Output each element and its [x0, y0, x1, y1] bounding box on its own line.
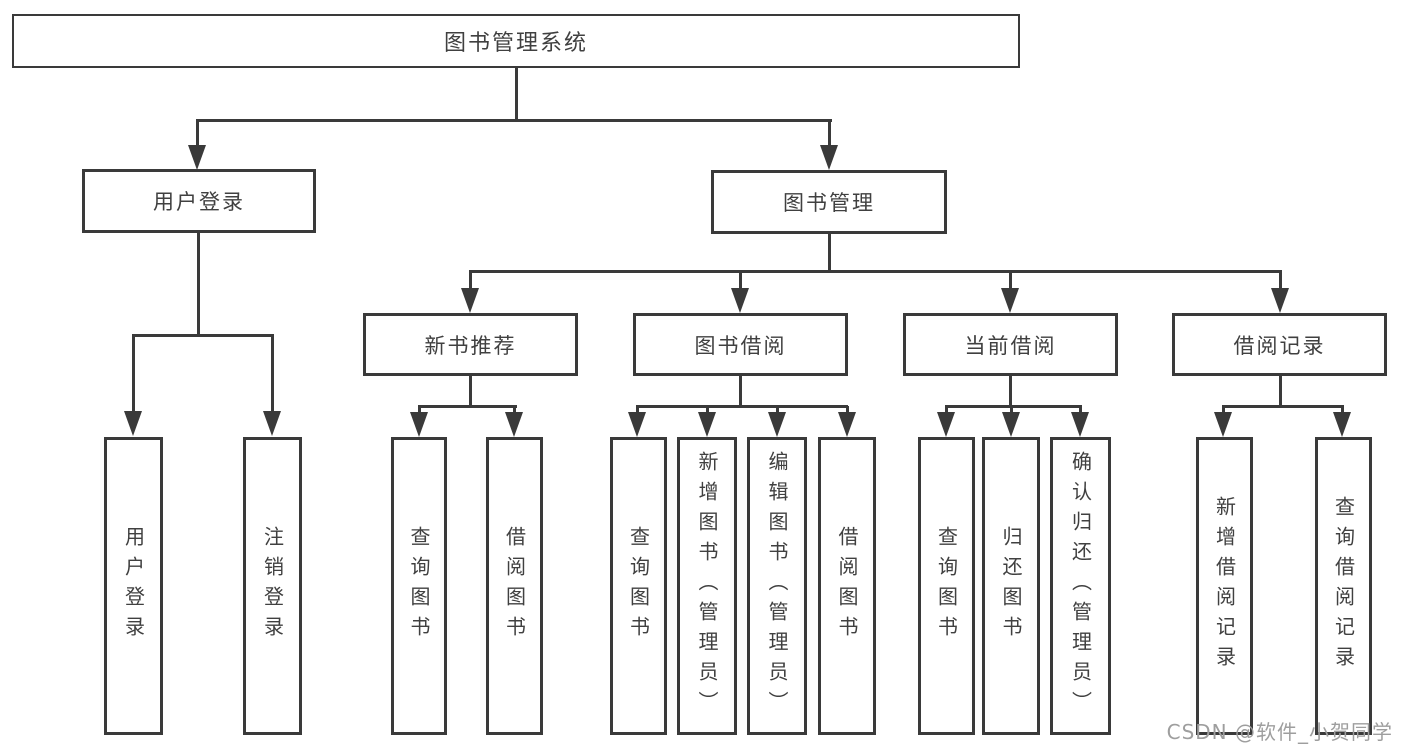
arrow-to-user-login — [188, 145, 206, 170]
arrow-br-add-record — [1214, 412, 1232, 437]
node-book-management: 图书管理 — [711, 170, 947, 234]
node-label: 确认归还（管理员） — [1068, 451, 1093, 721]
node-bb-edit-book-admin: 编辑图书（管理员） — [747, 437, 807, 735]
node-bb-query-books: 查询图书 — [610, 437, 667, 735]
arrow-to-borrowing-records — [1271, 288, 1289, 313]
arrow-to-book-borrowing — [731, 288, 749, 313]
connector-cb-c2-stem — [1010, 406, 1013, 413]
connector-userlogin-down — [197, 233, 200, 336]
node-bb-borrow-books: 借阅图书 — [818, 437, 876, 735]
arrow-br-query-record — [1333, 412, 1351, 437]
csdn-watermark: CSDN @软件_小贺同学 — [1166, 720, 1393, 744]
node-label: 查询图书 — [626, 526, 651, 646]
connector-userlogin-hline — [132, 334, 274, 337]
connector-current-down — [1009, 376, 1012, 407]
arrow-nb-query-books — [410, 412, 428, 437]
connector-records-hline — [1222, 405, 1344, 408]
node-new-book-recommendation: 新书推荐 — [363, 313, 578, 376]
connector-newbook-hline — [418, 405, 517, 408]
connector-current-stem — [1009, 271, 1012, 289]
connector-cb-c1-stem — [945, 406, 948, 413]
connector-bb-c3-stem — [776, 406, 779, 413]
arrow-cb-query-books — [937, 412, 955, 437]
node-br-add-borrow-record: 新增借阅记录 — [1196, 437, 1253, 735]
arrow-nb-borrow-books — [505, 412, 523, 437]
node-current-borrowing: 当前借阅 — [903, 313, 1118, 376]
node-label: 借阅图书 — [502, 526, 527, 646]
connector-cb-c3-stem — [1079, 406, 1082, 413]
arrow-to-current-borrowing — [1001, 288, 1019, 313]
arrow-to-login-leaf — [124, 411, 142, 436]
node-nb-query-books: 查询图书 — [391, 437, 447, 735]
node-label: 查询借阅记录 — [1331, 496, 1356, 676]
node-label: 新增图书（管理员） — [695, 451, 719, 721]
connector-borrowing-stem — [739, 271, 742, 289]
connector-root-hline — [196, 119, 832, 122]
node-cb-return-books: 归还图书 — [982, 437, 1040, 735]
connector-bookmgmt-stem — [828, 120, 831, 146]
connector-current-hline — [945, 405, 1082, 408]
node-user-login-action: 用户登录 — [104, 437, 163, 735]
arrow-cb-confirm-return — [1071, 412, 1089, 437]
node-label: 编辑图书（管理员） — [765, 451, 789, 721]
connector-borrowing-down — [739, 376, 742, 407]
connector-newbook-stem — [469, 271, 472, 289]
connector-logout-leaf-stem — [271, 336, 274, 412]
arrow-bb-add-book — [698, 412, 716, 437]
node-borrowing-records: 借阅记录 — [1172, 313, 1387, 376]
node-label: 归还图书 — [999, 526, 1023, 646]
arrow-bb-query-books — [628, 412, 646, 437]
arrow-cb-return-books — [1002, 412, 1020, 437]
connector-records-down — [1279, 376, 1282, 407]
connector-userlogin-stem — [196, 120, 199, 146]
connector-newbook-down — [469, 376, 472, 407]
arrow-bb-edit-book — [768, 412, 786, 437]
node-label: 查询图书 — [934, 526, 959, 646]
arrow-bb-borrow-books — [838, 412, 856, 437]
node-label: 注销登录 — [260, 526, 285, 646]
connector-bookmgmt-hline — [469, 270, 1282, 273]
connector-login-leaf-stem — [132, 336, 135, 412]
connector-nb-c2-stem — [513, 406, 516, 413]
connector-bb-c1-stem — [636, 406, 639, 413]
node-cb-query-books: 查询图书 — [918, 437, 975, 735]
connector-root-stem — [515, 66, 518, 120]
node-label: 借阅图书 — [835, 526, 859, 646]
arrow-to-new-book-recommendation — [461, 288, 479, 313]
node-label: 查询图书 — [407, 526, 431, 646]
connector-bb-c4-stem — [846, 406, 849, 413]
node-br-query-borrow-record: 查询借阅记录 — [1315, 437, 1372, 735]
connector-bookmgmt-down — [828, 234, 831, 271]
node-label: 用户登录 — [121, 526, 146, 646]
connector-borrowing-hline — [636, 405, 848, 408]
connector-br-c2-stem — [1341, 406, 1344, 413]
node-label: 新增借阅记录 — [1212, 496, 1237, 676]
arrow-to-logout-leaf — [263, 411, 281, 436]
connector-nb-c1-stem — [418, 406, 421, 413]
node-library-management-system: 图书管理系统 — [12, 14, 1020, 68]
connector-br-c1-stem — [1222, 406, 1225, 413]
node-book-borrowing: 图书借阅 — [633, 313, 848, 376]
node-cb-confirm-return-admin: 确认归还（管理员） — [1050, 437, 1111, 735]
node-bb-add-book-admin: 新增图书（管理员） — [677, 437, 737, 735]
node-user-login: 用户登录 — [82, 169, 316, 233]
node-logout-action: 注销登录 — [243, 437, 302, 735]
connector-records-stem — [1279, 271, 1282, 289]
arrow-to-book-management — [820, 145, 838, 170]
connector-bb-c2-stem — [706, 406, 709, 413]
node-nb-borrow-books: 借阅图书 — [486, 437, 543, 735]
